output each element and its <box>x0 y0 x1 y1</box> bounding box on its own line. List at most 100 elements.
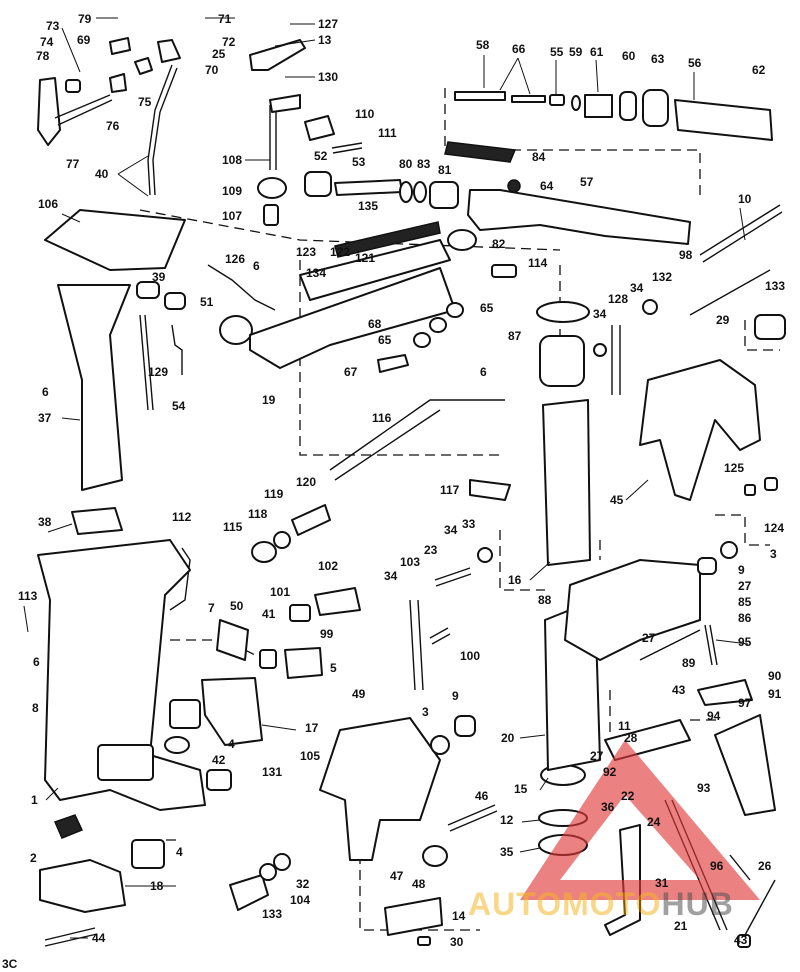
callout-22: 22 <box>621 789 635 803</box>
callout-90: 90 <box>768 669 782 683</box>
callout-100: 100 <box>460 649 480 663</box>
callout-108: 108 <box>222 153 242 167</box>
callout-21: 21 <box>674 919 688 933</box>
callout-4b: 4 <box>176 845 183 859</box>
callout-6: 6 <box>253 259 260 273</box>
callout-13: 13 <box>318 33 332 47</box>
callout-41: 41 <box>262 607 276 621</box>
callout-26: 26 <box>758 859 772 873</box>
callout-54: 54 <box>172 399 186 413</box>
part-shapes <box>37 37 786 948</box>
callout-97: 97 <box>738 696 752 710</box>
callout-116: 116 <box>372 411 392 425</box>
callout-80: 80 <box>399 157 413 171</box>
callout-1: 1 <box>31 793 38 807</box>
callout-24: 24 <box>647 815 661 829</box>
callout-51: 51 <box>200 295 214 309</box>
callout-56: 56 <box>688 56 702 70</box>
callout-9: 9 <box>738 563 745 577</box>
callout-64: 64 <box>540 179 554 193</box>
callout-10: 10 <box>738 192 752 206</box>
callout-12: 12 <box>500 813 514 827</box>
callout-72: 72 <box>222 35 236 49</box>
callout-35: 35 <box>500 845 514 859</box>
callout-133: 133 <box>765 279 785 293</box>
callout-55: 55 <box>550 45 564 59</box>
callout-78: 78 <box>36 49 50 63</box>
callout-62: 62 <box>752 63 766 77</box>
corner-code: 3C <box>2 957 18 971</box>
callout-89: 89 <box>682 656 696 670</box>
callout-83: 83 <box>417 157 431 171</box>
callout-15: 15 <box>514 782 528 796</box>
callout-118: 118 <box>248 507 268 521</box>
callout-76: 76 <box>106 119 120 133</box>
callout-23: 23 <box>424 543 438 557</box>
callout-85: 85 <box>738 595 752 609</box>
callout-102: 102 <box>318 559 338 573</box>
callout-134: 134 <box>306 266 326 280</box>
leader-lines <box>23 17 749 939</box>
callout-115: 115 <box>223 520 243 534</box>
callout-50: 50 <box>230 599 244 613</box>
callout-63: 63 <box>651 52 665 66</box>
callout-123: 123 <box>296 245 316 259</box>
callout-79: 79 <box>78 12 92 26</box>
callout-5: 5 <box>330 661 337 675</box>
callout-111: 111 <box>378 126 397 140</box>
callout-84: 84 <box>532 150 546 164</box>
callout-68: 68 <box>368 317 382 331</box>
callout-96: 96 <box>710 859 724 873</box>
callout-8: 8 <box>32 701 39 715</box>
callout-132: 132 <box>652 270 672 284</box>
callout-46: 46 <box>475 789 489 803</box>
callout-107: 107 <box>222 209 242 223</box>
watermark-text-hub: HUB <box>661 886 733 922</box>
callout-71: 71 <box>218 12 232 26</box>
callout-106: 106 <box>38 197 58 211</box>
callout-109: 109 <box>222 184 242 198</box>
callout-44: 44 <box>92 931 106 945</box>
watermark-logo: AUTOMOTOHUB <box>468 740 760 922</box>
callout-126: 126 <box>225 252 245 266</box>
callout-125: 125 <box>724 461 744 475</box>
callout-9b: 9 <box>452 689 459 703</box>
callout-57: 57 <box>580 175 594 189</box>
callout-124: 124 <box>764 521 784 535</box>
watermark-text-main: AUTOMOTO <box>468 886 661 922</box>
callout-59: 59 <box>569 45 583 59</box>
callout-95: 95 <box>738 635 752 649</box>
callout-121: 121 <box>355 251 375 265</box>
callout-130: 130 <box>318 70 338 84</box>
callout-77: 77 <box>66 157 80 171</box>
callout-128: 128 <box>608 292 628 306</box>
callout-34d: 34 <box>384 569 398 583</box>
callout-129: 129 <box>148 365 168 379</box>
callout-52: 52 <box>314 149 328 163</box>
callout-70: 70 <box>205 63 219 77</box>
callout-6d: 6 <box>33 655 40 669</box>
callout-127: 127 <box>318 17 338 31</box>
callout-4: 4 <box>228 737 235 751</box>
callout-6b: 6 <box>480 365 487 379</box>
callout-17: 17 <box>305 721 319 735</box>
callout-86: 86 <box>738 611 752 625</box>
callout-93: 93 <box>697 781 711 795</box>
callout-74: 74 <box>40 35 54 49</box>
callout-131: 131 <box>262 765 282 779</box>
callout-14: 14 <box>452 909 466 923</box>
callout-65: 65 <box>480 301 494 315</box>
callout-99: 99 <box>320 627 334 641</box>
callout-11: 11 <box>618 719 631 733</box>
callout-67: 67 <box>344 365 358 379</box>
callout-43b: 43 <box>734 933 748 947</box>
callout-43: 43 <box>672 683 686 697</box>
callout-27: 27 <box>738 579 752 593</box>
callout-104: 104 <box>290 893 310 907</box>
callout-38: 38 <box>38 515 52 529</box>
callout-2: 2 <box>30 851 37 865</box>
callout-49: 49 <box>352 687 366 701</box>
callout-87: 87 <box>508 329 522 343</box>
